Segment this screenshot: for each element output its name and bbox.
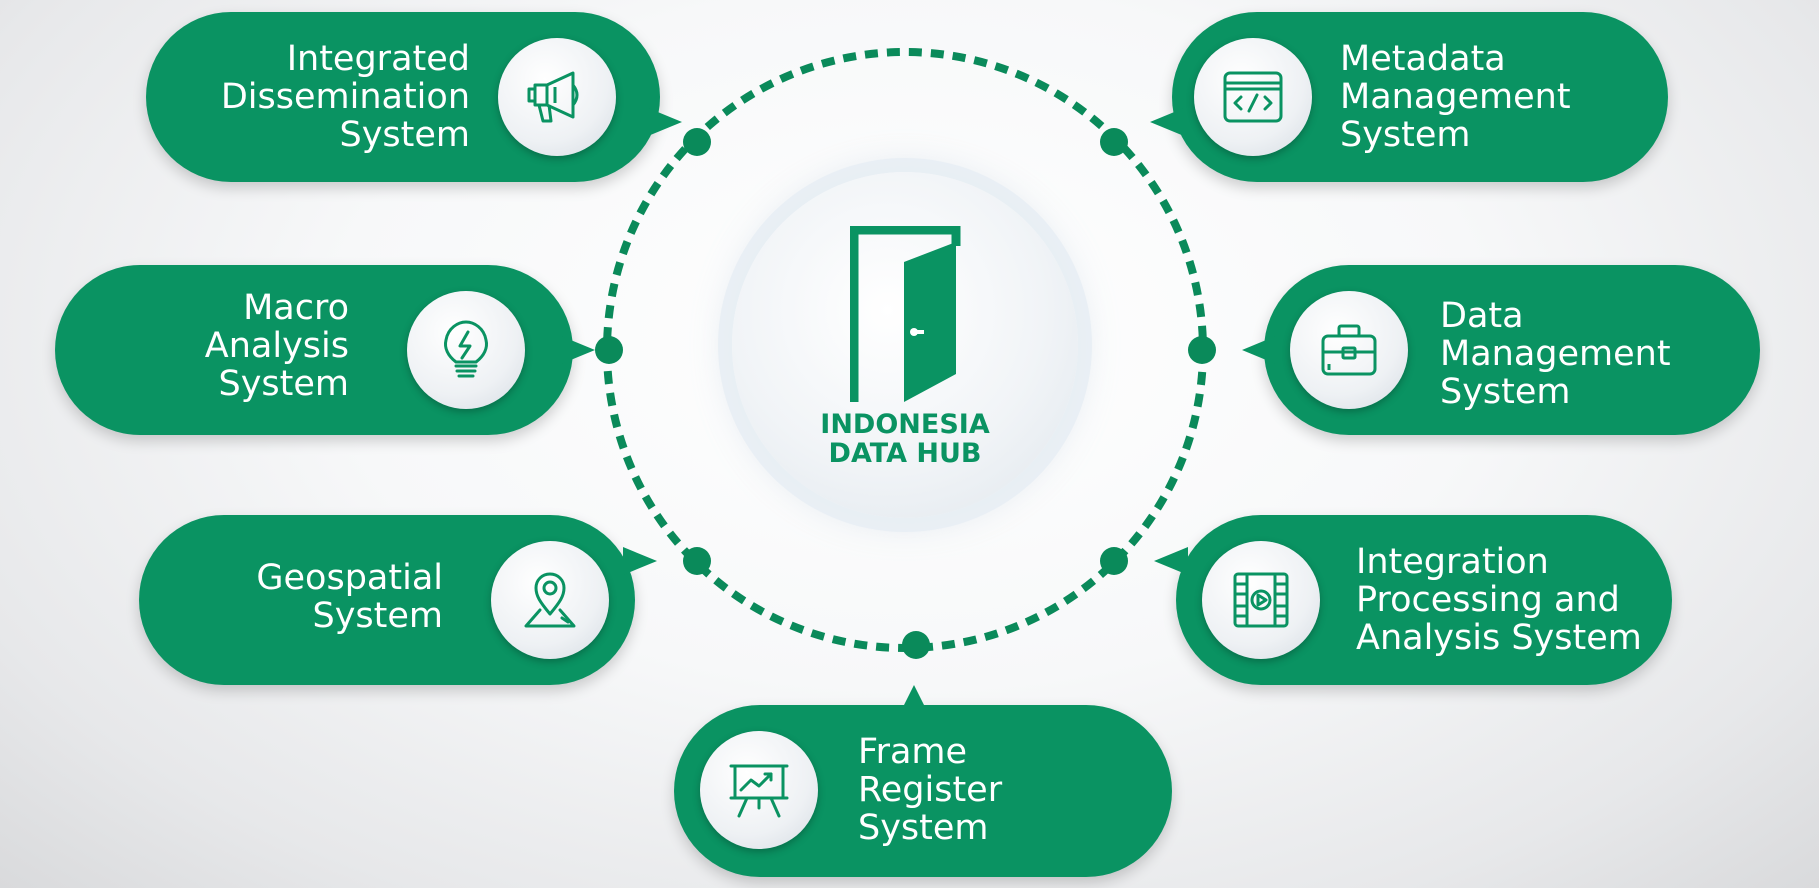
presentation-chart-icon: [729, 764, 789, 818]
node-metadata-management[interactable]: Metadata Management System: [1150, 12, 1668, 182]
connector-dot-geospatial: [683, 547, 711, 575]
connector-dot-metadata-management: [1100, 128, 1128, 156]
label-line: Integration: [1356, 542, 1549, 582]
icon-badge: [1290, 291, 1408, 409]
node-geospatial[interactable]: Geospatial System: [139, 515, 657, 685]
label-line: Analysis: [204, 326, 349, 366]
label-line: Register: [858, 770, 1003, 810]
label-line: System: [1440, 372, 1571, 412]
connector-dot-macro-analysis: [595, 336, 623, 364]
icon-badge: [498, 38, 616, 156]
label-line: Frame: [858, 732, 968, 772]
connector-dot-integration-processing: [1100, 547, 1128, 575]
hub-title-line2: DATA HUB: [828, 438, 982, 469]
label-line: System: [312, 596, 443, 636]
label-line: Metadata: [1340, 39, 1506, 79]
hub-circle: INDONESIA DATA HUB: [732, 172, 1078, 518]
icon-badge: [491, 541, 609, 659]
label-line: Integrated: [286, 39, 470, 79]
briefcase-icon: [1321, 324, 1377, 376]
hub-title-line1: INDONESIA: [820, 409, 990, 440]
label-line: System: [858, 808, 989, 848]
label-line: Analysis System: [1356, 618, 1642, 658]
connector-dot-integrated-dissemination: [683, 128, 711, 156]
node-integrated-dissemination[interactable]: Integrated Dissemination System: [146, 12, 682, 182]
lightbulb-icon: [444, 320, 488, 378]
label-line: Management: [1340, 77, 1571, 117]
megaphone-icon: [527, 71, 579, 123]
label-line: Data: [1440, 296, 1524, 336]
connector-dot-data-management: [1188, 336, 1216, 364]
label-line: System: [1340, 115, 1471, 155]
icon-badge: [407, 291, 525, 409]
label-line: Dissemination: [220, 77, 470, 117]
film-play-icon: [1233, 572, 1289, 628]
code-window-icon: [1223, 71, 1283, 123]
label-line: Macro: [243, 288, 349, 328]
icon-badge: [700, 731, 818, 849]
door-logo-icon: [850, 226, 961, 402]
label-line: System: [218, 364, 349, 404]
node-data-management[interactable]: Data Management System: [1242, 265, 1760, 435]
label-line: Geospatial: [256, 558, 443, 598]
node-frame-register[interactable]: Frame Register System: [674, 685, 1172, 877]
node-macro-analysis[interactable]: Macro Analysis System: [55, 265, 595, 435]
label-line: Processing and: [1356, 580, 1620, 620]
node-integration-processing[interactable]: Integration Processing and Analysis Syst…: [1154, 515, 1672, 685]
label-line: System: [339, 115, 470, 155]
icon-badge: [1194, 38, 1312, 156]
map-pin-icon: [524, 572, 576, 628]
icon-badge: [1202, 541, 1320, 659]
connector-dot-frame-register: [902, 631, 930, 659]
label-line: Management: [1440, 334, 1671, 374]
